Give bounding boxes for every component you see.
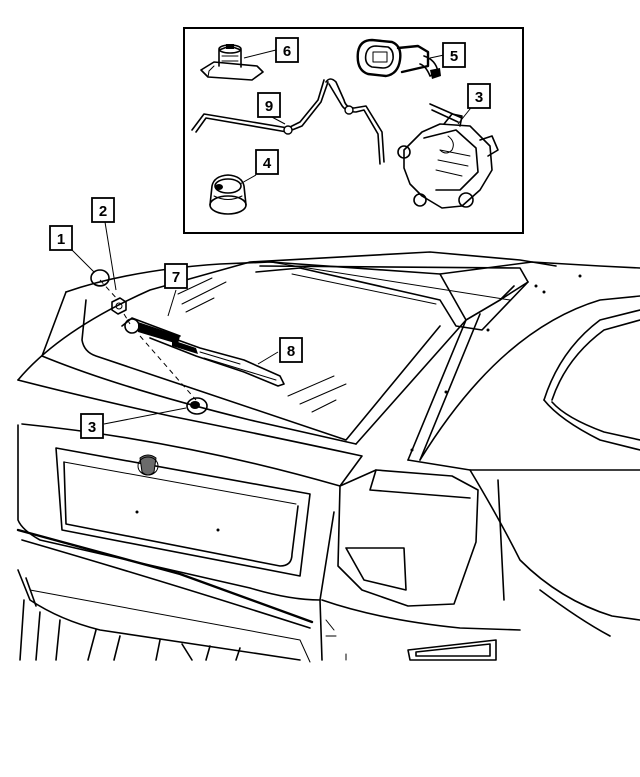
callout-3-upper: 3 <box>467 83 491 109</box>
leader-3-lower <box>103 407 187 425</box>
svg-text:4: 4 <box>263 155 272 172</box>
glass-grommet-part <box>186 397 208 415</box>
svg-text:8: 8 <box>287 343 295 360</box>
vehicle-rear-drawing <box>16 251 640 663</box>
wiper-motor-part <box>397 103 499 209</box>
svg-text:5: 5 <box>450 48 458 65</box>
wiper-nut-part <box>111 297 127 315</box>
leader-7 <box>167 289 177 317</box>
leader-8 <box>257 351 279 365</box>
assembly-line <box>99 279 197 401</box>
leader-1 <box>69 247 95 273</box>
leader-2 <box>104 221 117 291</box>
clip-nut-part <box>200 44 264 81</box>
washer-pump-part <box>356 38 441 79</box>
callout-1: 1 <box>49 225 73 251</box>
leader-6 <box>243 49 277 59</box>
callout-5: 5 <box>442 42 466 68</box>
callout-3-lower: 3 <box>80 413 104 439</box>
svg-text:9: 9 <box>265 98 273 115</box>
svg-text:7: 7 <box>172 269 180 286</box>
leader-5 <box>429 54 445 59</box>
callout-8: 8 <box>279 337 303 363</box>
svg-text:3: 3 <box>88 419 96 436</box>
callout-4: 4 <box>255 149 279 175</box>
svg-text:1: 1 <box>57 231 65 248</box>
callout-9: 9 <box>257 92 281 118</box>
washer-hose-part <box>191 78 385 165</box>
callout-2: 2 <box>91 197 115 223</box>
svg-text:2: 2 <box>99 203 107 220</box>
callout-6: 6 <box>275 37 299 63</box>
callout-7: 7 <box>164 263 188 289</box>
leader-4 <box>239 174 257 185</box>
inset-detail-panel <box>183 27 524 234</box>
wiper-blade-part <box>149 329 285 387</box>
svg-text:6: 6 <box>283 43 291 60</box>
svg-text:3: 3 <box>475 89 483 106</box>
wiper-nut-cap-part <box>90 269 110 287</box>
